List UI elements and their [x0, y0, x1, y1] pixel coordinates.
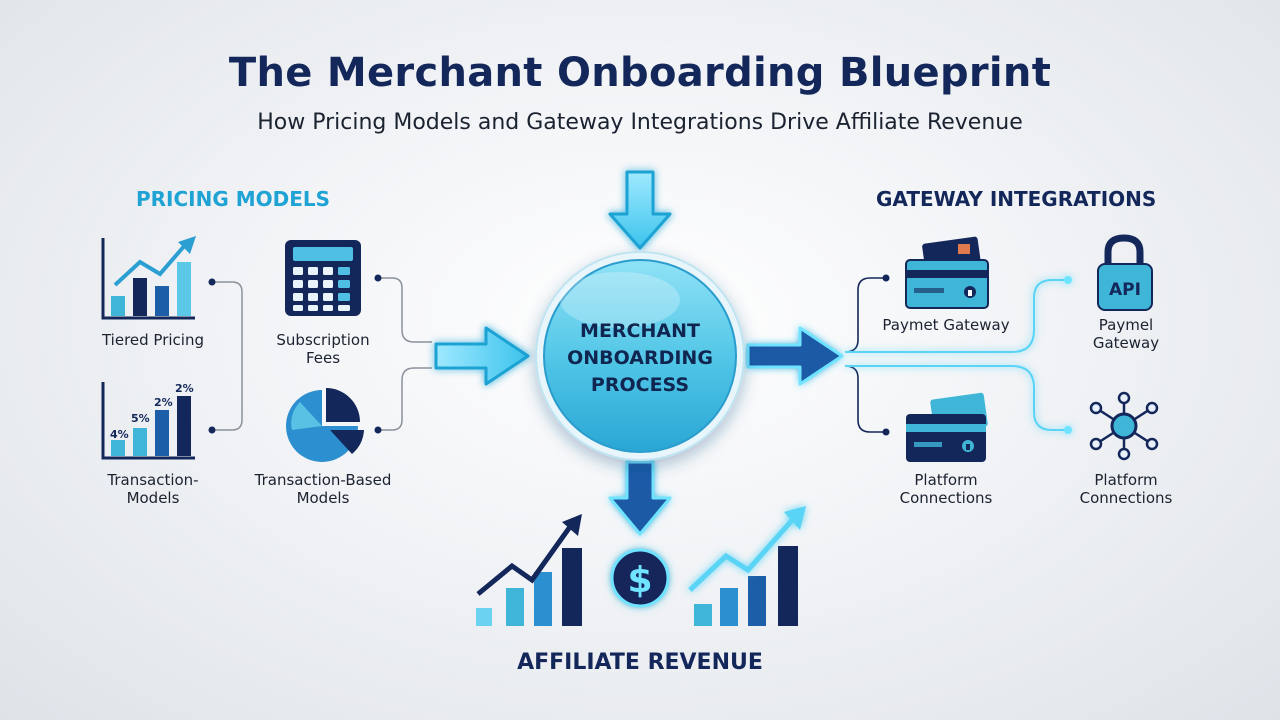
gateway-integrations-heading: GATEWAY INTEGRATIONS	[876, 187, 1157, 211]
hub-line-1: MERCHANT	[580, 320, 700, 342]
network-hub-icon	[1089, 391, 1159, 461]
paymel-gateway-label: Paymel Gateway	[1092, 316, 1160, 352]
platform-connections-label-1: Platform Connections	[899, 471, 993, 507]
hub-label: MERCHANT ONBOARDING PROCESS	[538, 318, 742, 399]
gateway-connector-left	[844, 274, 890, 436]
percent-label-1: 4%	[110, 428, 129, 441]
percent-label-3: 2%	[154, 396, 173, 409]
hub-line-3: PROCESS	[590, 374, 690, 396]
pricing-connector-1	[208, 278, 243, 434]
dollar-sign: $	[627, 560, 652, 601]
page-title: The Merchant Onboarding Blueprint	[228, 50, 1052, 96]
revenue-chart-left-icon	[476, 514, 582, 626]
pricing-connector-2	[374, 274, 432, 434]
gateway-connector-right	[845, 276, 1072, 434]
percent-chart-icon: 4% 5% 2% 2%	[101, 382, 195, 460]
percent-label-2: 5%	[131, 412, 150, 425]
api-text: API	[1109, 280, 1141, 300]
api-lock-icon: API	[1097, 234, 1153, 311]
hub-line-2: ONBOARDING	[567, 347, 713, 369]
card-lock-icon	[906, 392, 988, 462]
credit-card-icon	[905, 236, 989, 309]
pricing-models-heading: PRICING MODELS	[136, 187, 331, 211]
tiered-pricing-label: Tiered Pricing	[101, 331, 204, 349]
tiered-chart-icon	[101, 236, 196, 320]
percent-label-4: 2%	[175, 382, 194, 395]
pie-chart-icon	[286, 388, 364, 462]
calculator-icon	[285, 240, 361, 316]
arrow-hub-to-right	[746, 326, 844, 386]
affiliate-revenue-label: AFFILIATE REVENUE	[517, 650, 763, 675]
arrow-top-down	[608, 170, 672, 250]
transaction-models-label: Transaction- Models	[107, 471, 199, 507]
arrow-left-into-hub	[434, 326, 530, 386]
page-subtitle: How Pricing Models and Gateway Integrati…	[257, 110, 1023, 135]
dollar-coin-icon: $	[610, 548, 670, 608]
hub-circle	[535, 251, 745, 461]
subscription-fees-label: Subscription Fees	[276, 331, 370, 367]
transaction-based-models-label: Transaction-Based Models	[254, 471, 392, 507]
paymet-gateway-label: Paymet Gateway	[882, 316, 1010, 334]
revenue-chart-right-icon	[688, 506, 806, 626]
arrow-hub-down	[608, 460, 672, 536]
platform-connections-label-2: Platform Connections	[1079, 471, 1173, 507]
